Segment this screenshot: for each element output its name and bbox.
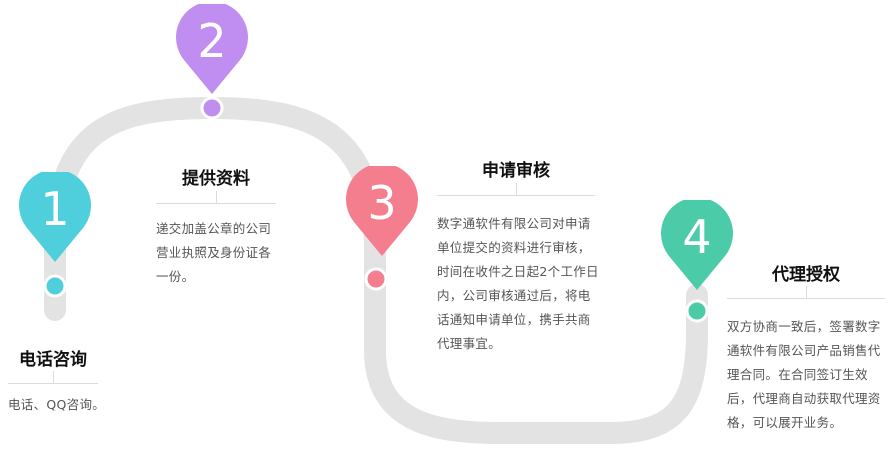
step-2-marker: 2 [176, 4, 248, 94]
step-2-title: 提供资料 [182, 169, 250, 189]
step-2-description: 递交加盖公章的公司营业执照及身份证各一份。 [156, 221, 272, 284]
pin-shape [346, 166, 418, 256]
pin-shape [661, 200, 733, 290]
dot-step-2 [200, 96, 224, 120]
step-1-title: 电话咨询 [19, 350, 87, 370]
step-4-description: 双方协商一致后，签署数字通软件有限公司产品销售代理合同。在合同签订生效后，代理商… [727, 319, 881, 430]
step-4-title: 代理授权 [772, 265, 840, 285]
step-3-description: 数字通软件有限公司对申请单位提交的资料进行审核，时间在收件之日起2个工作日内，公… [437, 216, 599, 351]
dot-step-1 [43, 274, 67, 298]
step-4-marker: 4 [661, 200, 733, 290]
step-1-description: 电话、QQ咨询。 [8, 397, 106, 412]
pin-shape [19, 172, 91, 262]
step-2-divider [156, 191, 276, 204]
step-1-number: 1 [40, 182, 70, 236]
step-3-marker: 3 [346, 166, 418, 256]
dot-step-3 [364, 267, 388, 291]
step-3-title: 申请审核 [482, 161, 550, 181]
pin-shape [176, 4, 248, 94]
step-3-divider [437, 183, 595, 196]
step-2-number: 2 [197, 14, 227, 68]
dot-step-4 [685, 299, 709, 323]
step-3-number: 3 [367, 176, 397, 230]
step-4-divider [727, 286, 885, 299]
step-4-number: 4 [682, 210, 712, 264]
step-1-divider [8, 371, 98, 384]
step-1-marker: 1 [19, 172, 91, 262]
